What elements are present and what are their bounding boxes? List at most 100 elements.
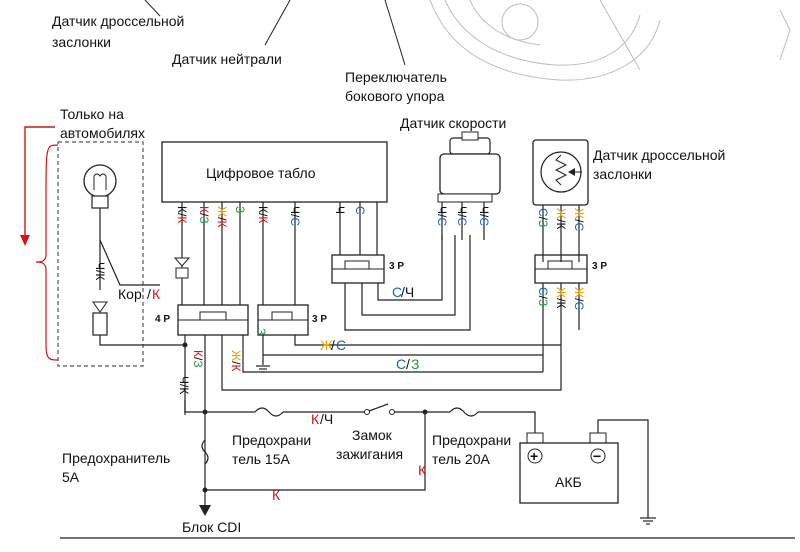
wire-label-slash: /: [331, 337, 335, 353]
throttle-bottom-wire-labels: С/З Ж/К Ж/С: [536, 287, 586, 310]
pointer-line: [144, 0, 161, 17]
fuse-20a-label-1: Предохрани: [432, 432, 511, 448]
wire: [99, 239, 160, 286]
wire-label-ch-k-low: Ч/К: [177, 376, 191, 394]
wire: [99, 335, 185, 346]
cars-only-label-2: автомобилях: [60, 125, 145, 141]
ignition-label-2: зажигания: [336, 446, 403, 462]
dashboard-wire-label: К/К: [256, 206, 270, 223]
wire-label-z: З: [411, 356, 419, 372]
connector-3p-middle: 3 P: [257, 304, 327, 336]
wire: [294, 335, 561, 346]
connector-4p-label: 4 P: [155, 314, 170, 325]
speed-sensor-label: Датчик скорости: [400, 115, 506, 131]
wire-label-slash-ch: /Ч: [320, 411, 333, 427]
cars-only-label-1: Только на: [60, 106, 124, 122]
dashboard-wire-label: Ч: [333, 206, 347, 214]
red-arrow-line: [24, 126, 55, 243]
wire-label-k: К: [311, 411, 320, 427]
wire-label-kor: Кор: [118, 286, 142, 302]
battery-icon: [519, 432, 619, 504]
wire: [242, 335, 543, 373]
wire-label-k-right: К: [418, 462, 427, 478]
fuse-15a-icon: [254, 407, 284, 417]
throttle-wire-label: Ж/С: [572, 208, 586, 231]
dashboard-wire-label: З: [233, 206, 247, 213]
wire: [205, 412, 426, 491]
motorcycle-sketch: [429, 0, 791, 81]
fuse-5a-label-2: 5А: [62, 469, 80, 485]
red-brace: [35, 144, 59, 361]
wire-label-k-z: К/З: [191, 350, 205, 368]
wire: [184, 400, 205, 413]
throttle-sensor-icon: [532, 139, 589, 206]
throttle-wire-label: Ж/К: [554, 287, 568, 308]
connector-pin: [92, 312, 108, 336]
battery-minus: −: [593, 448, 601, 464]
dashboard-box: [161, 141, 388, 203]
fuse-5a-label-1: Предохранитель: [62, 450, 170, 466]
fuse-15a-label-1: Предохрани: [232, 432, 311, 448]
fuse-20a-icon: [449, 407, 479, 417]
dashboard-label: Цифровое табло: [206, 165, 316, 181]
wire-label-zh: Ж: [320, 337, 333, 353]
side-stand-label-1: Переключатель: [345, 69, 447, 85]
dashboard-wire-label: Ж/К: [215, 206, 229, 227]
ignition-label-1: Замок: [352, 427, 393, 443]
throttle-sensor-label-2: заслонки: [593, 166, 652, 182]
wire: [221, 335, 562, 391]
ground-icon: [640, 517, 656, 525]
throttle-sensor-top-label-2: заслонки: [52, 34, 111, 50]
throttle-wire-label: С/З: [536, 208, 550, 227]
throttle-wire-label: С/З: [536, 287, 550, 306]
wire-label-s: С: [396, 356, 406, 372]
dashboard-wire-group: [181, 202, 378, 305]
diode-body: [175, 267, 189, 279]
connector-3p-label: 3 P: [389, 261, 404, 272]
speed-wire-label: Ч/С: [455, 206, 469, 226]
wire: [597, 419, 649, 518]
ignition-switch-icon: [364, 403, 395, 415]
connector-3p-label: 3 P: [312, 314, 327, 325]
battery-label: АКБ: [555, 474, 582, 490]
neutral-sensor-label: Датчик нейтрали: [172, 51, 282, 67]
speed-sensor-icon: [437, 131, 501, 203]
junction-dot: [182, 342, 188, 348]
throttle-wire-label: Ж/С: [572, 287, 586, 310]
bulb-icon: [83, 164, 117, 209]
dashboard-wire-label: К/З: [197, 206, 211, 224]
connector-3p-dash: 3 P: [331, 254, 404, 284]
dashboard-wire-label: Ч/С: [288, 206, 302, 226]
wire-label-zh-k: Ж/К: [229, 350, 243, 371]
wire-label-s-ch-rest: /Ч: [401, 284, 414, 300]
connector-3p-label: 3 P: [592, 261, 607, 272]
dashboard-wire-label: С: [353, 206, 367, 215]
fuse-20a-label-2: тель 20А: [432, 451, 491, 467]
throttle-top-wire-labels: С/З Ж/К Ж/С: [536, 208, 586, 231]
connector-4p: 4 P: [155, 304, 249, 336]
speed-wire-label: Ч/С: [477, 206, 491, 226]
wire-label-z: З: [254, 328, 268, 335]
wire: [344, 235, 471, 331]
wire: [478, 411, 536, 440]
cars-only-dashed-box: [57, 141, 144, 367]
wire-label-k-bottom: К: [272, 487, 281, 503]
connector-3p-throttle: 3 P: [534, 254, 607, 284]
wire: [377, 235, 443, 301]
dashboard-wire-label: К/К: [175, 206, 189, 223]
wire-label-slash: /: [406, 356, 410, 372]
battery-plus: +: [530, 448, 538, 464]
fuse-5a-icon: [201, 439, 209, 465]
wire-label-s: С: [336, 337, 346, 353]
speed-wire-labels: Ч/С Ч/С Ч/С: [435, 206, 491, 226]
throttle-wire-label: Ж/К: [554, 208, 568, 229]
fuse-15a-label-2: тель 15А: [232, 451, 291, 467]
diode-icon: [173, 257, 191, 267]
speed-wire-label: Ч/С: [435, 206, 449, 226]
red-arrow-head: [20, 235, 30, 246]
wire-label-s-ch: С: [392, 284, 402, 300]
cdi-label: Блок CDI: [182, 519, 241, 535]
